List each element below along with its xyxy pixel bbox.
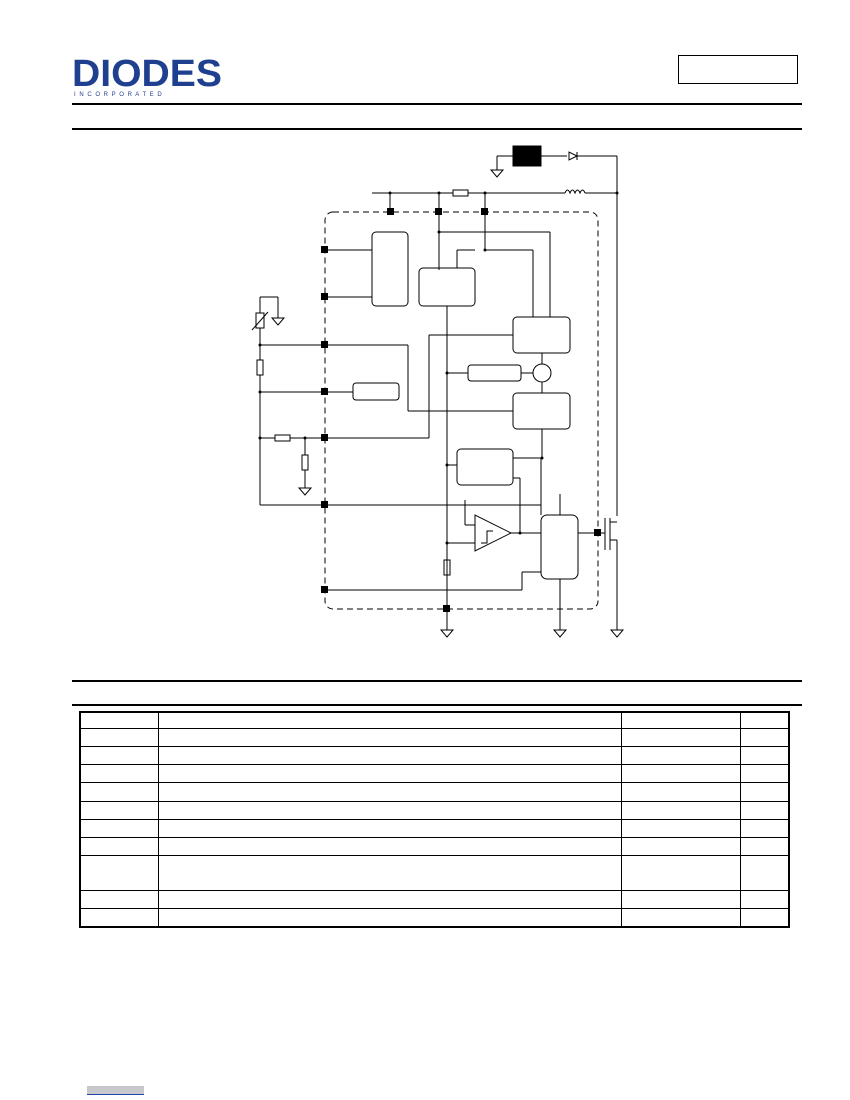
table-cell: [621, 800, 742, 820]
table-cell: [157, 800, 623, 820]
external-resistor-1: [256, 359, 264, 376]
table-cell: [621, 855, 742, 891]
table-cell: [740, 764, 790, 784]
pin-table-title-rule-top: [72, 680, 802, 682]
internal-resistor: [443, 559, 451, 576]
table-cell: [79, 908, 159, 928]
table-cell: [79, 800, 159, 820]
logo-wordmark: DIODES: [72, 53, 222, 95]
pin-description-table: [79, 711, 790, 928]
table-cell: [621, 764, 742, 784]
external-resistor-3: [301, 454, 309, 471]
block-diagram-title-rule: [72, 128, 802, 130]
column-header: [157, 711, 623, 729]
summing-node: [532, 363, 552, 383]
inductor-symbol: [564, 189, 586, 195]
table-cell: [157, 782, 623, 802]
table-row: [79, 764, 790, 784]
sense-resistor: [452, 189, 469, 197]
logo-subtext: I N C O R P O R A T E D: [74, 92, 163, 98]
part-number-box: [678, 55, 798, 84]
table-cell: [79, 727, 159, 747]
table-cell: [740, 889, 790, 910]
comparator-symbol: [474, 514, 513, 552]
table-cell: [740, 727, 790, 747]
table-header-row: [79, 711, 790, 729]
table-cell: [157, 837, 623, 857]
table-row: [79, 837, 790, 857]
diodes-logo: DIODES I N C O R P O R A T E D: [72, 53, 222, 98]
table-cell: [157, 764, 623, 784]
column-header: [79, 711, 159, 729]
footer-link[interactable]: [87, 1086, 144, 1095]
table-cell: [157, 908, 623, 928]
table-cell: [621, 837, 742, 857]
table-cell: [157, 855, 623, 891]
table-cell: [621, 818, 742, 839]
table-cell: [79, 782, 159, 802]
table-cell: [157, 818, 623, 839]
table-row: [79, 889, 790, 910]
column-header: [621, 711, 742, 729]
table-cell: [740, 800, 790, 820]
internal-block-b: [418, 267, 476, 307]
mosfet-symbol: [598, 518, 618, 630]
table-row: [79, 818, 790, 839]
table-row: [79, 800, 790, 820]
led-load-block: [512, 145, 542, 167]
table-row: [79, 908, 790, 928]
internal-block-d: [467, 364, 522, 382]
internal-block-c: [512, 316, 571, 354]
table-cell: [740, 782, 790, 802]
diode-symbol: [568, 151, 579, 161]
table-row: [79, 745, 790, 766]
table-cell: [740, 745, 790, 766]
table-row: [79, 855, 790, 891]
functional-block-diagram: [251, 145, 625, 638]
ground-symbol: [270, 169, 625, 638]
header-rule: [72, 103, 802, 105]
table-cell: [621, 782, 742, 802]
table-cell: [740, 855, 790, 891]
table-row: [79, 782, 790, 802]
table-cell: [621, 745, 742, 766]
table-cell: [79, 855, 159, 891]
internal-block-g: [456, 448, 514, 486]
internal-block-e: [512, 392, 571, 430]
table-cell: [621, 727, 742, 747]
table-cell: [621, 908, 742, 928]
table-cell: [79, 837, 159, 857]
internal-block-f: [352, 382, 400, 401]
table-cell: [157, 889, 623, 910]
table-cell: [740, 837, 790, 857]
internal-block-a: [371, 231, 409, 307]
table-cell: [79, 745, 159, 766]
external-resistor-2: [274, 434, 291, 442]
table-cell: [79, 764, 159, 784]
table-cell: [79, 889, 159, 910]
table-cell: [79, 818, 159, 839]
table-cell: [157, 727, 623, 747]
ic-boundary: [324, 211, 599, 610]
table-cell: [740, 908, 790, 928]
table-cell: [157, 745, 623, 766]
gate-driver-block: [540, 514, 579, 580]
table-cell: [621, 889, 742, 910]
table-row: [79, 727, 790, 747]
table-cell: [740, 818, 790, 839]
column-header: [740, 711, 790, 729]
pin-table-title-rule-bottom: [72, 704, 802, 706]
